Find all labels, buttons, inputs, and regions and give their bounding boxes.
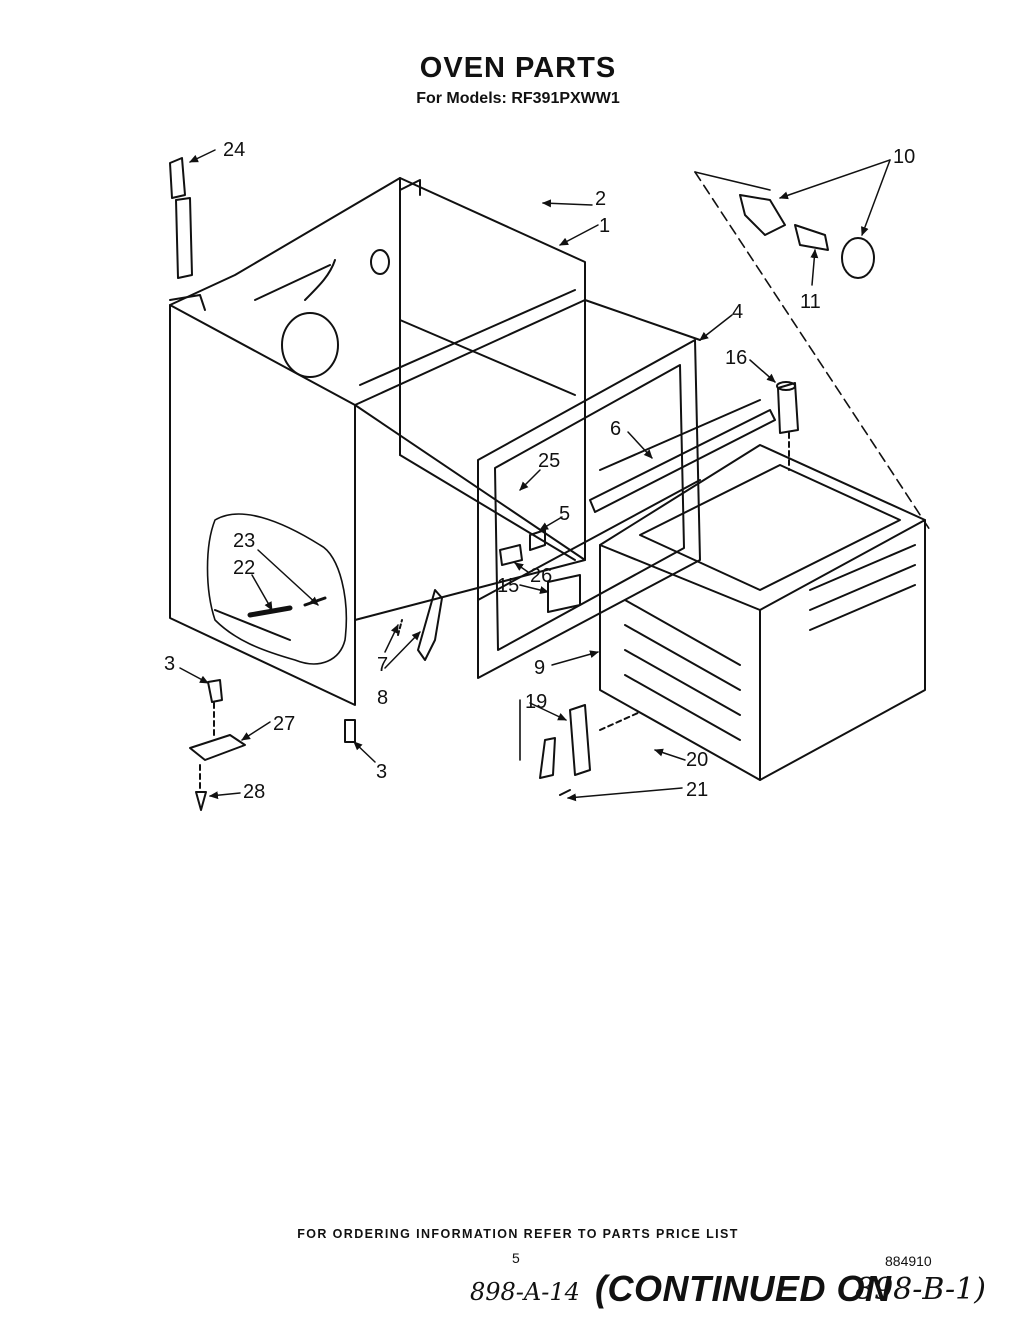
callout-23: 23 [233,530,255,552]
callout-19: 19 [525,691,547,713]
callout-9: 9 [534,657,545,679]
continued-label: (CONTINUED ON [595,1268,892,1309]
bottom-fasteners [189,589,443,811]
callout-8: 8 [377,687,388,709]
callout-1: 1 [599,215,610,237]
callout-20: 20 [686,749,708,771]
callout-2: 2 [595,188,606,210]
callout-10: 10 [893,146,915,168]
handwritten-ref-right: 898-B-1) [855,1272,986,1307]
callout-28: 28 [243,781,265,803]
model-subtitle: For Models: RF391PXWW1 [416,90,620,107]
callout-21: 21 [686,779,708,801]
page-title: OVEN PARTS [419,52,617,84]
callout-22: 22 [233,557,255,579]
callout-24: 24 [223,139,245,161]
top-bracket-part [169,157,193,279]
ordering-note: FOR ORDERING INFORMATION REFER TO PARTS … [297,1227,739,1241]
callout-11: 11 [800,291,821,313]
oven-liner [599,444,926,781]
page-number: 5 [512,1250,520,1266]
igniter-assembly [519,699,641,796]
callout-5: 5 [559,503,570,525]
callout-3-left: 3 [164,653,175,675]
callout-15: 15 [497,575,519,597]
callout-25: 25 [538,450,560,472]
oven-cabinet [169,177,701,706]
callout-27: 27 [273,713,295,735]
leader-lines [179,149,891,802]
broil-burner [589,399,776,513]
valve-and-knob [694,171,931,531]
front-frame [477,339,701,679]
callout-7: 7 [377,654,388,676]
callout-3-right: 3 [376,761,387,783]
callout-labels: 24 2 1 10 11 4 16 6 25 5 23 22 26 15 9 3… [164,139,915,803]
callout-16: 16 [725,347,747,369]
callout-6: 6 [610,418,621,440]
handwritten-ref-left: 898-A-14 [470,1278,580,1306]
document-code: 884910 [885,1253,932,1269]
orifice-hood [776,381,799,471]
callout-26: 26 [530,565,552,587]
bracket-15 [499,529,581,613]
callout-4: 4 [732,301,743,323]
